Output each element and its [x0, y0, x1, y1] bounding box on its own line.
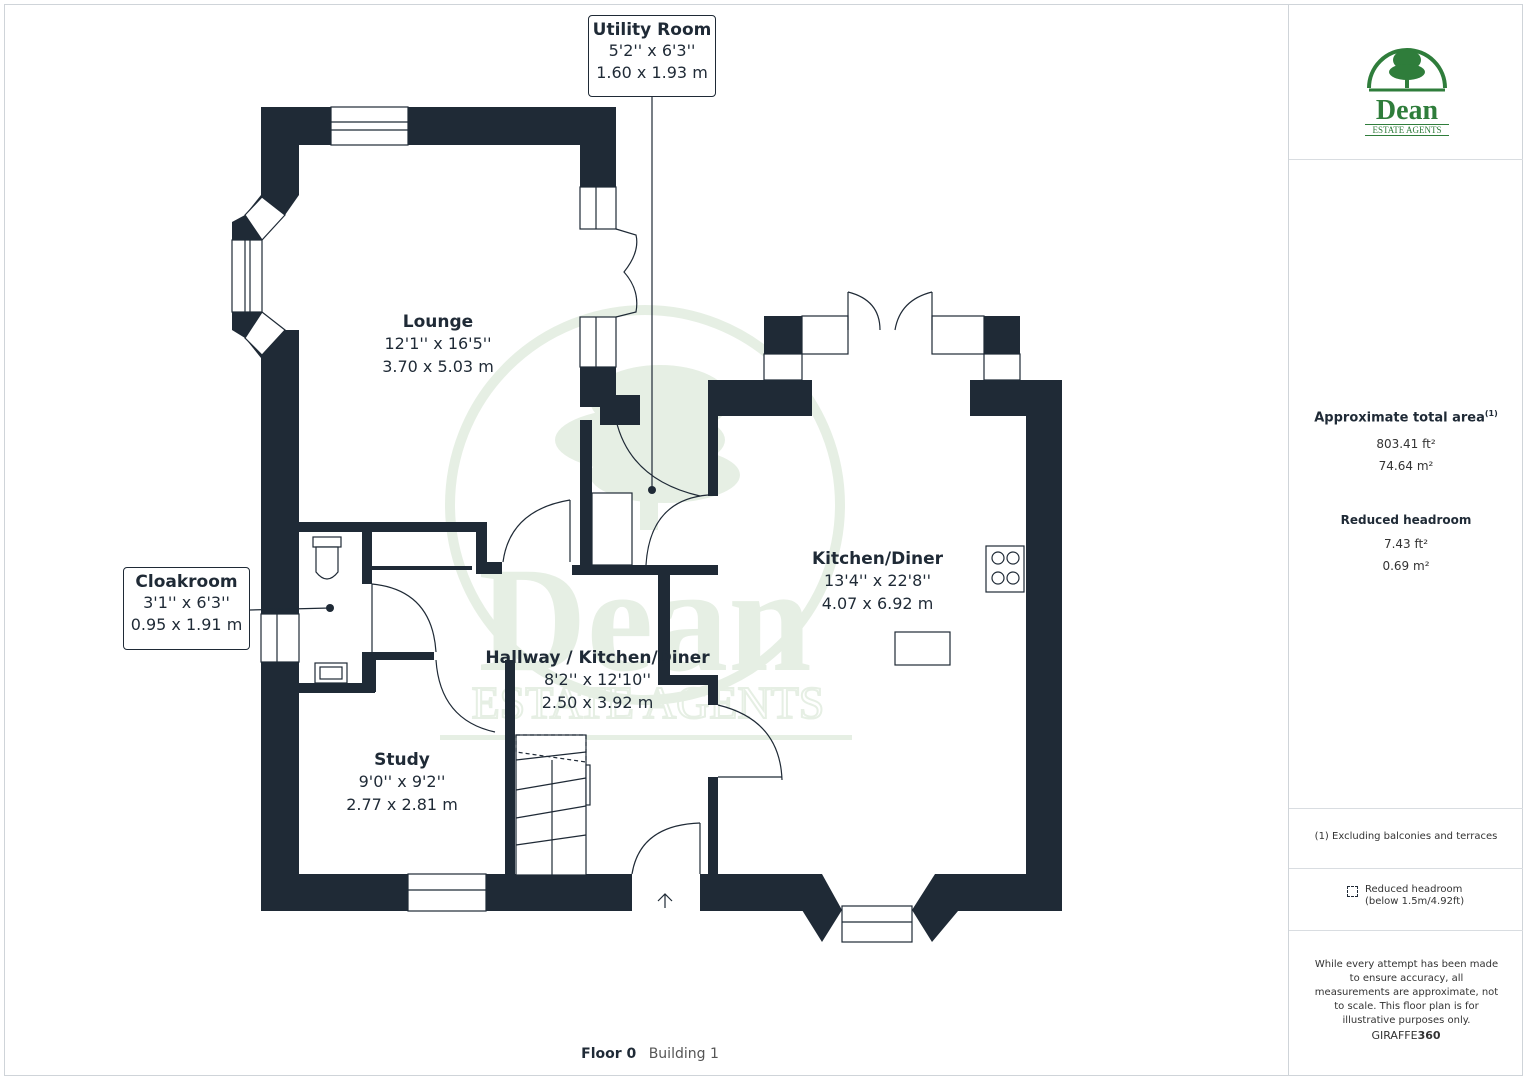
divider: [1289, 808, 1523, 809]
logo-tagline: ESTATE AGENTS: [1365, 124, 1449, 136]
cloakroom-marker: [326, 604, 334, 612]
fixtures: [312, 492, 1025, 876]
page-frame: [4, 4, 1523, 1076]
svg-text:Dean: Dean: [478, 537, 811, 703]
reduced-headroom-legend-icon: [1347, 886, 1358, 897]
divider: [1289, 868, 1523, 869]
floor-caption: Floor 0 Building 1: [560, 1046, 740, 1062]
doors: [371, 228, 933, 875]
reduced-headroom-heading: Reduced headroom: [1340, 513, 1472, 527]
callout-cloakroom: Cloakroom 3'1'' x 6'3'' 0.95 x 1.91 m: [123, 567, 250, 650]
logo: Dean ESTATE AGENTS: [1365, 38, 1449, 136]
floor-plan: Dean ESTATE AGENTS: [231, 97, 1062, 943]
total-area-m: 74.64 m²: [1378, 459, 1434, 473]
divider: [1289, 930, 1523, 931]
tree-logo-icon: [1367, 48, 1447, 92]
entrance-arrow-icon: [657, 893, 673, 908]
sidebar: Dean ESTATE AGENTS Approximate total are…: [1288, 4, 1523, 1076]
footnote: (1) Excluding balconies and terraces: [1314, 831, 1498, 842]
building-label: Building 1: [648, 1046, 719, 1062]
utility-marker: [648, 486, 656, 494]
logo-brand: Dean: [1375, 95, 1439, 126]
total-area-heading: Approximate total area(1): [1314, 409, 1498, 426]
divider: [1289, 159, 1523, 160]
disclaimer: While every attempt has been made to ens…: [1314, 959, 1499, 1026]
walls: [232, 107, 1062, 942]
total-area-ft: 803.41 ft²: [1376, 437, 1436, 451]
windows: [231, 106, 1021, 943]
room-label-lounge: Lounge 12'1'' x 16'5'' 3.70 x 5.03 m: [382, 312, 494, 376]
callout-utility-room: Utility Room 5'2'' x 6'3'' 1.60 x 1.93 m: [588, 15, 716, 97]
room-label-study: Study 9'0'' x 9'2'' 2.77 x 2.81 m: [346, 750, 458, 814]
reduced-headroom-ft: 7.43 ft²: [1383, 537, 1429, 551]
reduced-headroom-legend: Reduced headroom (below 1.5m/4.92ft): [1365, 884, 1465, 907]
floor-label: Floor 0: [581, 1046, 637, 1062]
room-label-kitchen: Kitchen/Diner 13'4'' x 22'8'' 4.07 x 6.9…: [811, 549, 944, 613]
room-label-hallway: Hallway / Kitchen/Diner 8'2'' x 12'10'' …: [485, 648, 710, 712]
svg-text:ESTATE AGENTS: ESTATE AGENTS: [472, 677, 825, 728]
watermark: Dean ESTATE AGENTS: [440, 305, 852, 740]
credit: GIRAFFE360: [1371, 1029, 1441, 1042]
reduced-headroom-m: 0.69 m²: [1382, 559, 1430, 573]
leader-lines: [249, 97, 653, 611]
